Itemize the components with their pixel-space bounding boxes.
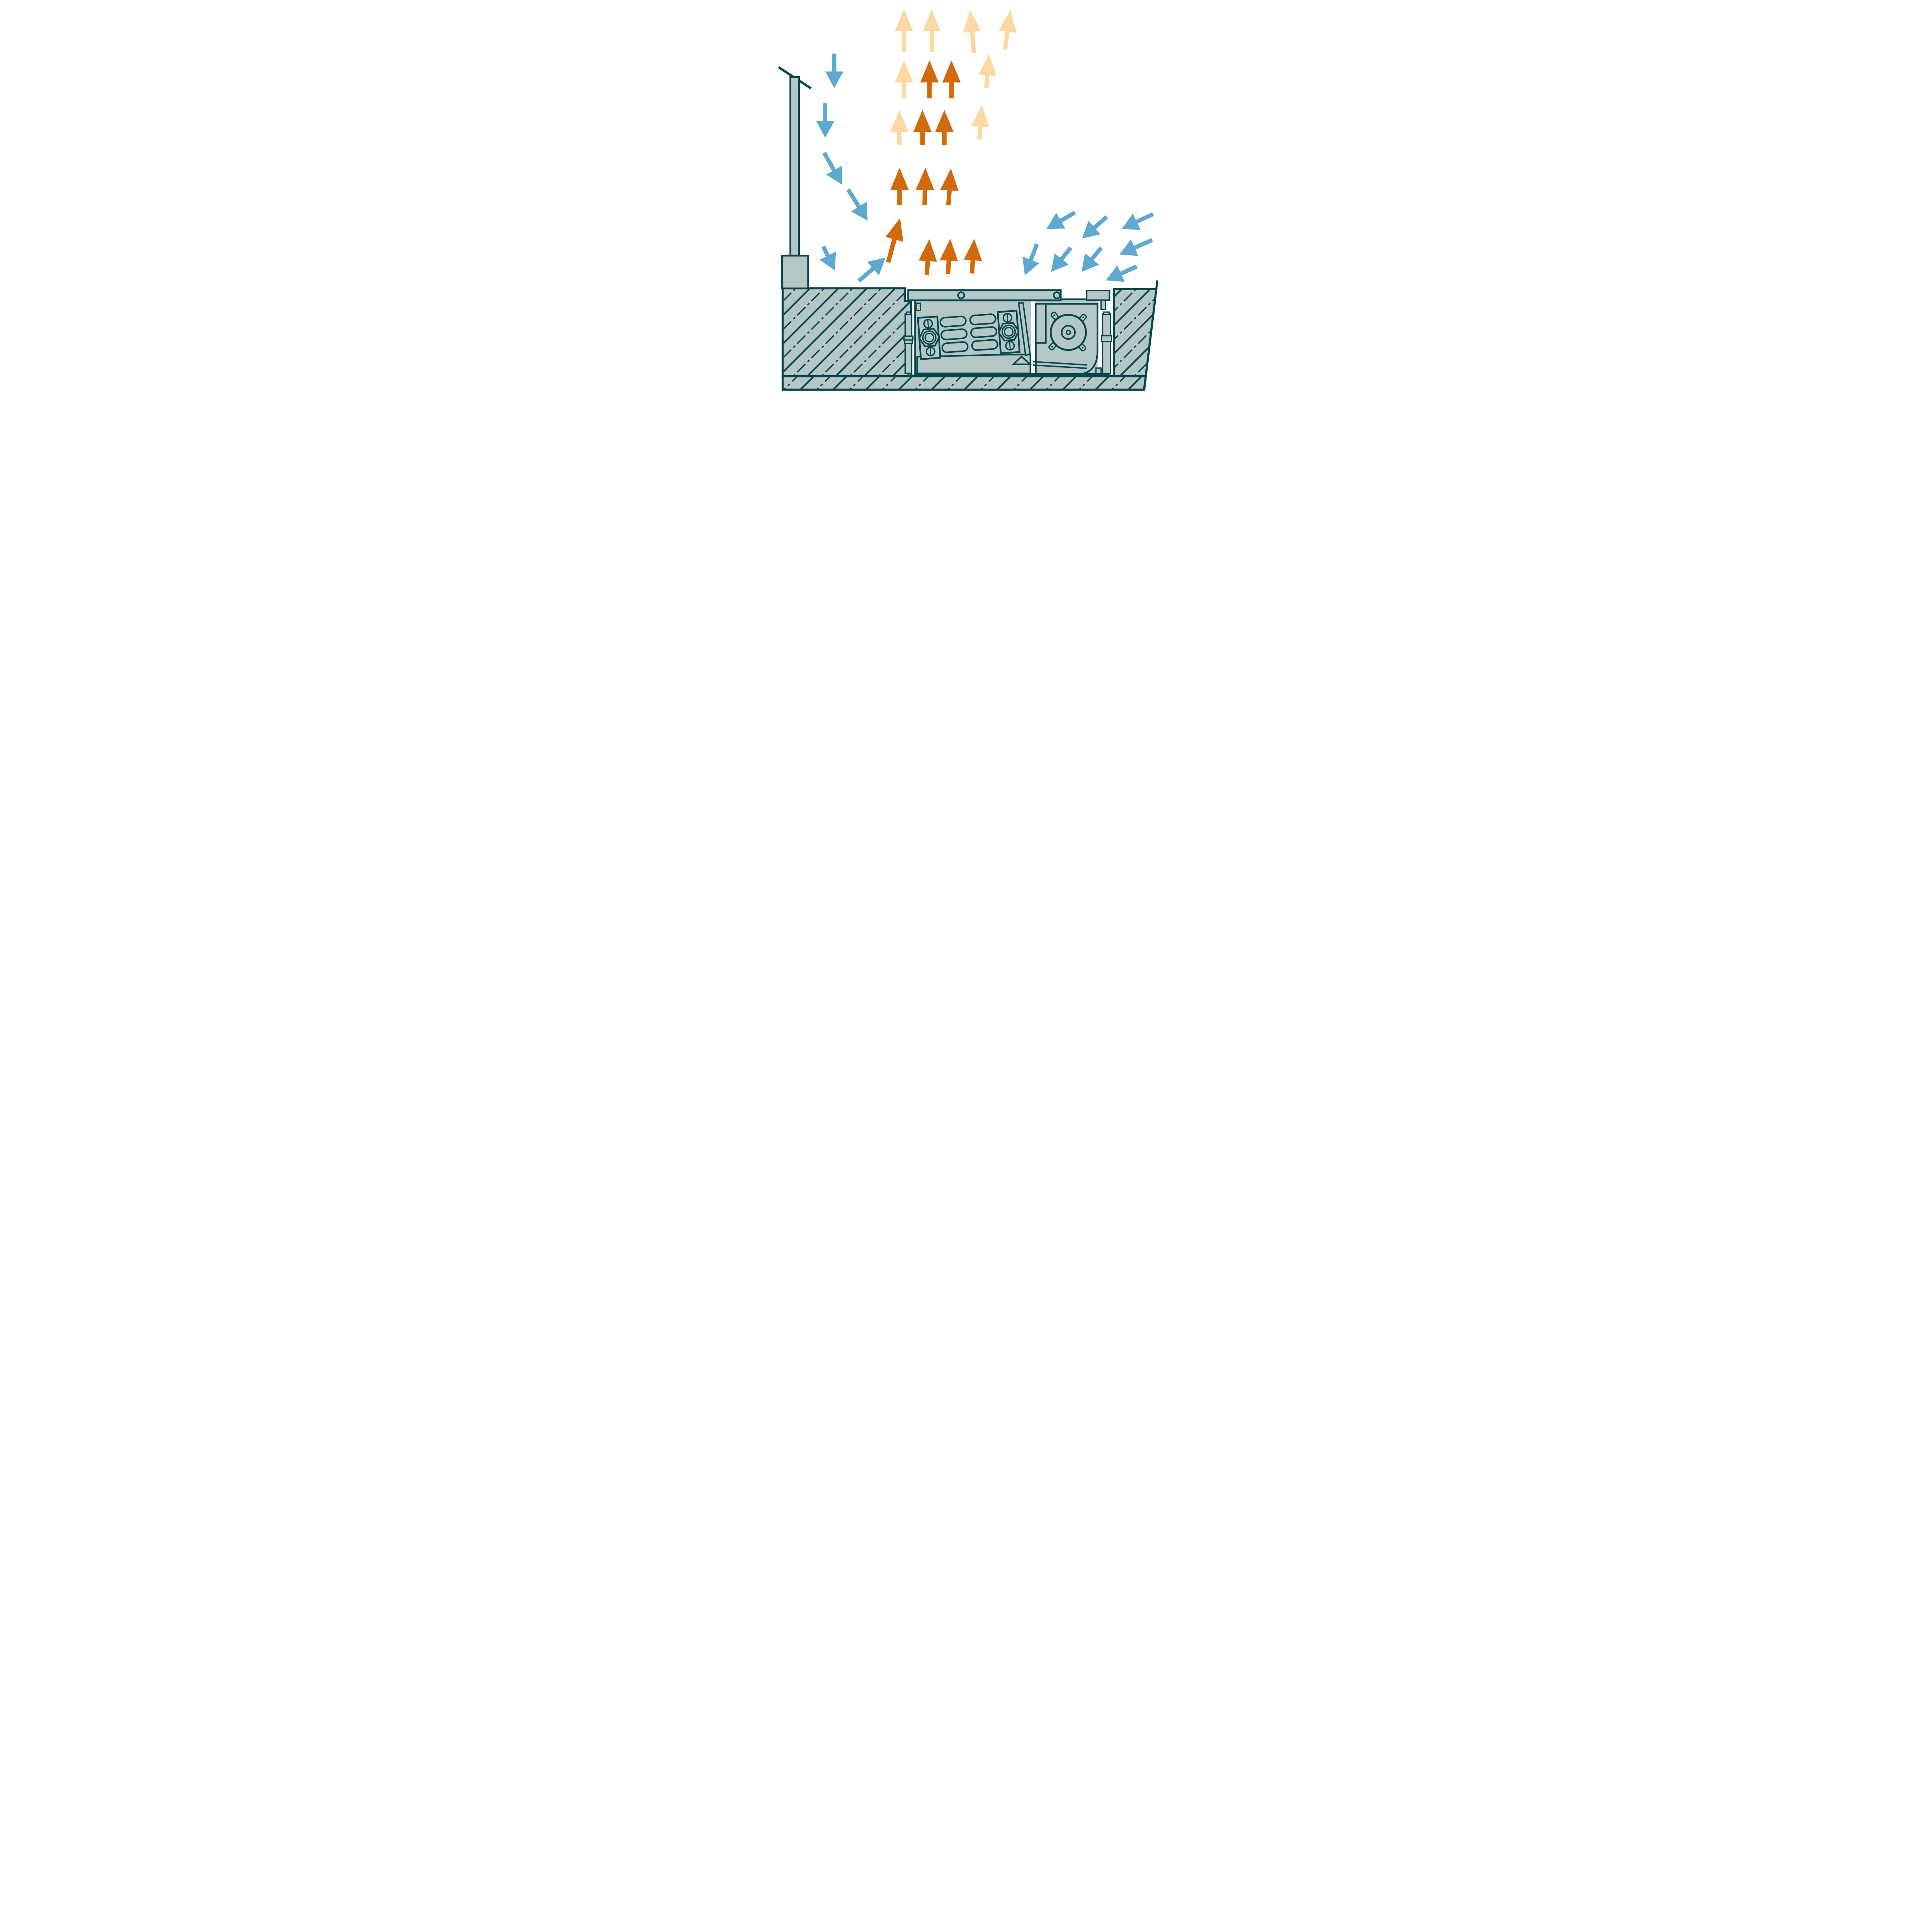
window-pedestal <box>781 255 809 289</box>
coil-slot <box>971 339 998 351</box>
grille-bar <box>907 289 1062 301</box>
cold-air-intake-arrow <box>1046 211 1076 229</box>
cold-air-intake-arrow <box>1119 238 1153 256</box>
coil-slot <box>941 341 969 353</box>
warm-air-rising-arrow <box>890 168 909 205</box>
warm-air-rising-arrow <box>913 110 932 145</box>
leg-cap <box>1103 311 1110 315</box>
cold-air-intake-arrow <box>1082 215 1108 239</box>
fan-impeller-mid <box>1061 325 1076 340</box>
airflow-layer <box>816 9 1154 283</box>
leg-collar <box>1100 335 1112 342</box>
screw-slot <box>930 347 932 356</box>
heat-exchanger <box>917 310 1020 360</box>
fan-outlet-edge <box>1032 361 1087 366</box>
cold-air-window-downdraft-arrow <box>816 103 835 138</box>
floor-slab-right <box>1112 288 1158 378</box>
mixed-air-rising-arrow <box>963 10 981 53</box>
mixed-air-rising-arrow <box>998 10 1017 50</box>
cold-air-intake-arrow <box>1051 246 1073 272</box>
lug-dot <box>1053 314 1055 316</box>
mixed-air-rising-arrow <box>978 54 997 88</box>
mounting-leg-right <box>1102 313 1111 375</box>
lug-dot <box>1082 347 1083 349</box>
cold-air-intake-arrow <box>1081 246 1103 272</box>
mixed-air-rising-arrow <box>923 9 941 52</box>
unit-foot <box>1095 367 1102 374</box>
casing-clip <box>915 303 921 311</box>
facade-glass <box>1143 280 1158 389</box>
mixed-air-rising-arrow <box>890 110 909 145</box>
air-guide-vane <box>1018 302 1031 356</box>
cold-air-window-downdraft-arrow <box>857 257 886 283</box>
plenum-triangle-marker <box>1011 355 1032 365</box>
lug-dot <box>1051 346 1053 348</box>
mixed-air-rising-arrow <box>971 105 990 140</box>
cold-air-intake-arrow <box>1105 264 1138 282</box>
cold-air-intake-arrow <box>1022 243 1039 276</box>
fan-impeller <box>1049 314 1087 351</box>
warm-air-rising-arrow <box>916 168 934 205</box>
coil-slot <box>969 313 997 325</box>
screw-slot <box>1007 314 1009 322</box>
coil-slot <box>940 328 968 340</box>
cold-air-intake-arrow <box>1121 212 1154 230</box>
warm-air-rising-arrow <box>918 239 937 275</box>
cold-air-window-downdraft-arrow <box>822 151 842 185</box>
cover-step <box>1100 299 1106 310</box>
fitting-ring-inner <box>1003 327 1014 337</box>
fan-hub <box>1065 330 1071 335</box>
coil-slot <box>939 315 967 328</box>
mixed-air-rising-arrow <box>895 60 913 99</box>
warm-air-rising-arrow <box>940 168 959 205</box>
structure-layer <box>778 66 1158 391</box>
trench-heater-diagram <box>724 0 1208 397</box>
fitting-ring-inner <box>924 333 934 343</box>
warm-air-rising-arrow <box>885 218 903 263</box>
grille-screw <box>1053 291 1061 299</box>
casing-top-rim <box>1060 298 1087 301</box>
inlet-side-cover <box>1086 289 1111 301</box>
floor-slab-left <box>781 287 912 378</box>
warm-air-rising-arrow <box>964 239 982 274</box>
warm-air-rising-arrow <box>942 60 961 99</box>
subfloor-strip <box>781 375 1147 391</box>
fan-outlet-edge <box>1032 364 1087 369</box>
diagram-root <box>724 0 1208 397</box>
fan-mount-plate <box>1035 303 1047 344</box>
warm-air-rising-arrow <box>920 60 939 99</box>
cold-air-window-downdraft-arrow <box>825 53 844 88</box>
mixed-air-rising-arrow <box>895 9 913 52</box>
casing-left-wall <box>914 301 916 374</box>
grille-screw <box>957 291 965 299</box>
window-post <box>789 76 800 257</box>
warm-air-rising-arrow <box>940 238 958 274</box>
trench-gap-mid <box>1031 301 1036 373</box>
leg-collar <box>904 339 913 344</box>
coil-slot <box>970 326 997 338</box>
warm-air-rising-arrow <box>935 110 954 145</box>
cold-air-window-downdraft-arrow <box>820 245 836 271</box>
leg-cap <box>906 311 912 315</box>
cold-air-window-downdraft-arrow <box>846 188 868 221</box>
lug-dot <box>1082 316 1084 318</box>
screw-slot <box>927 320 929 328</box>
casing-bottom <box>914 373 1109 376</box>
